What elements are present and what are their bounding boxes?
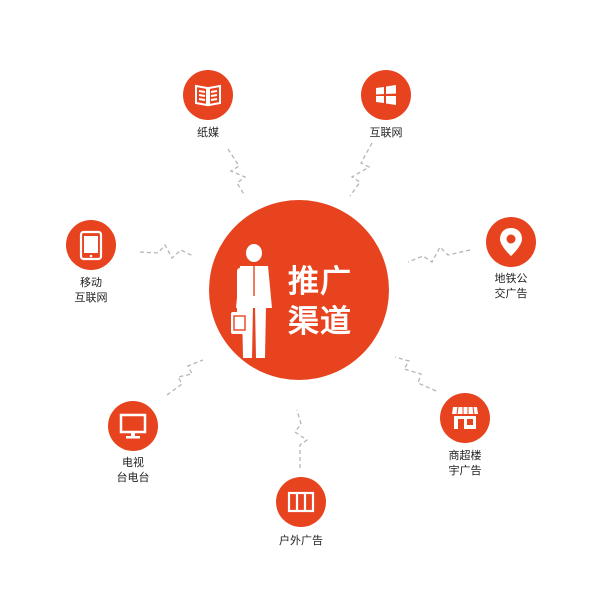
newspaper-icon bbox=[195, 84, 221, 107]
connector-print bbox=[227, 148, 247, 197]
node-building-ads bbox=[440, 393, 490, 443]
label-print-media: 纸媒 bbox=[197, 126, 219, 139]
connector-tv bbox=[166, 359, 204, 396]
hub-title-line1: 推广 bbox=[288, 264, 352, 300]
tablet-icon bbox=[79, 230, 103, 261]
hub-title-line2: 渠道 bbox=[288, 304, 352, 340]
businessman-icon bbox=[231, 244, 272, 358]
label-internet: 互联网 bbox=[369, 126, 403, 139]
node-tv-radio bbox=[108, 401, 158, 451]
label-tv-radio: 电视 台电台 bbox=[116, 456, 150, 484]
central-hub bbox=[209, 200, 389, 380]
node-print-media bbox=[183, 70, 233, 120]
node-mobile-internet bbox=[66, 220, 116, 270]
connector-metro bbox=[407, 245, 471, 263]
connector-building bbox=[394, 356, 437, 392]
map-pin-icon bbox=[500, 228, 522, 256]
connector-outdoor bbox=[294, 409, 309, 468]
connector-internet bbox=[349, 142, 373, 197]
label-outdoor-ads: 户外广告 bbox=[279, 534, 323, 547]
hub-title: 推广 渠道 bbox=[288, 262, 368, 342]
node-metro-ads bbox=[486, 217, 536, 267]
monitor-icon bbox=[119, 413, 147, 439]
storefront-icon bbox=[452, 406, 478, 429]
label-metro-ads: 地铁公 交广告 bbox=[494, 272, 528, 300]
label-building-ads: 商超楼 宇广告 bbox=[448, 449, 482, 477]
billboard-icon bbox=[287, 491, 315, 513]
windows-logo-icon bbox=[376, 85, 396, 105]
node-internet bbox=[361, 70, 411, 120]
label-mobile-internet: 移动 互联网 bbox=[74, 276, 108, 304]
connector-mobile bbox=[139, 243, 194, 260]
node-outdoor-ads bbox=[276, 477, 326, 527]
